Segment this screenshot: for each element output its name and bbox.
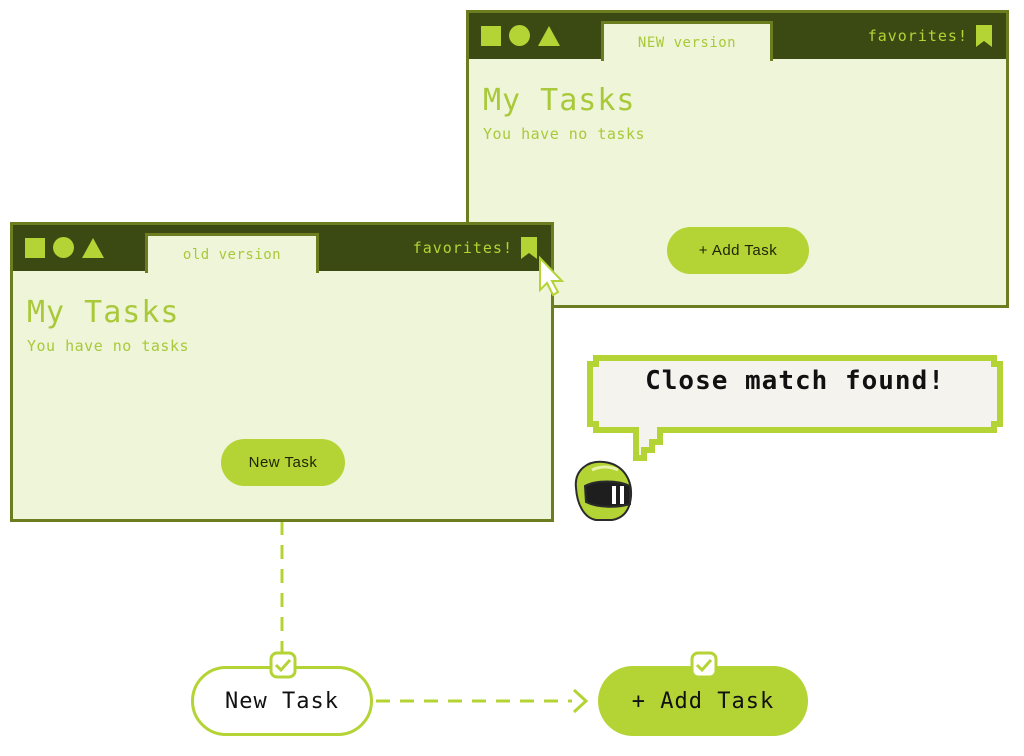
square-icon bbox=[481, 25, 501, 46]
tab-new-version[interactable]: NEW version bbox=[601, 21, 773, 61]
triangle-icon bbox=[82, 237, 104, 258]
new-window-titlebar: NEW version favorites! bbox=[469, 13, 1006, 61]
triangle-icon bbox=[538, 25, 560, 46]
speech-bubble: Close match found! bbox=[586, 354, 1006, 464]
bookmark-icon bbox=[976, 25, 992, 47]
speech-bubble-text: Close match found! bbox=[645, 366, 945, 396]
window-shapes bbox=[481, 25, 560, 46]
empty-state-text: You have no tasks bbox=[27, 337, 190, 355]
tab-old-version[interactable]: old version bbox=[145, 233, 319, 273]
old-button-pill: New Task bbox=[191, 666, 373, 736]
favorites-button[interactable]: favorites! bbox=[868, 25, 992, 47]
window-shapes bbox=[25, 237, 104, 258]
new-version-window: NEW version favorites! My Tasks You have… bbox=[466, 10, 1009, 308]
helmet-icon bbox=[574, 460, 633, 521]
add-task-button[interactable]: + Add Task bbox=[667, 227, 809, 274]
circle-icon bbox=[509, 25, 530, 46]
page-title: My Tasks bbox=[27, 295, 180, 330]
old-version-window: old version favorites! My Tasks You have… bbox=[10, 222, 554, 522]
bookmark-icon bbox=[521, 237, 537, 259]
new-task-button[interactable]: New Task bbox=[221, 439, 345, 486]
page-title: My Tasks bbox=[483, 83, 636, 118]
empty-state-text: You have no tasks bbox=[483, 125, 646, 143]
square-icon bbox=[25, 237, 45, 258]
favorites-button[interactable]: favorites! bbox=[413, 237, 537, 259]
circle-icon bbox=[53, 237, 74, 258]
speech-bubble-shape bbox=[587, 355, 1003, 461]
favorites-label: favorites! bbox=[867, 27, 968, 45]
new-button-pill: + Add Task bbox=[598, 666, 808, 736]
arrow-right-icon bbox=[572, 688, 589, 714]
old-window-titlebar: old version favorites! bbox=[13, 225, 551, 273]
favorites-label: favorites! bbox=[412, 239, 513, 257]
